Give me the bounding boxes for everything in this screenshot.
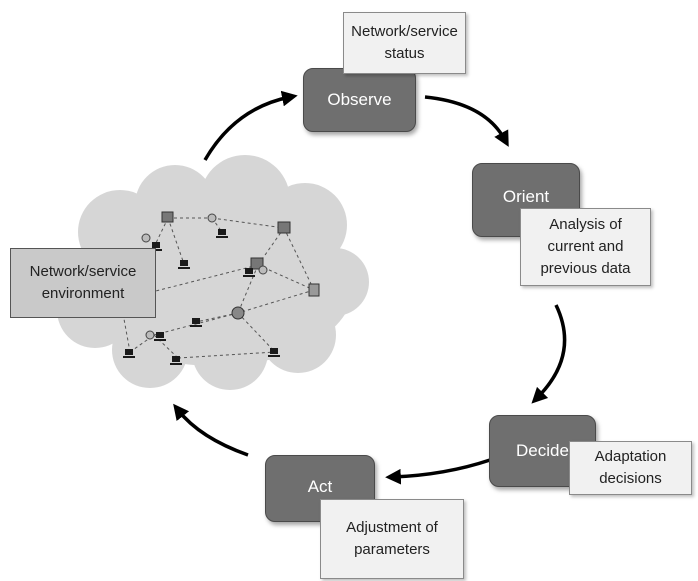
orient-note-line: current and	[547, 238, 624, 255]
router-icon	[161, 211, 174, 223]
observe-note-line: Network/service	[351, 23, 458, 40]
environment-line: environment	[41, 285, 125, 302]
orient-note: Analysis of current and previous data	[520, 208, 651, 286]
server-icon	[308, 283, 320, 297]
environment-line: Network/service	[29, 263, 137, 280]
observe-label: Observe	[327, 90, 392, 109]
cycle-arrows	[173, 90, 567, 485]
observe-note: Network/service status	[343, 12, 466, 74]
arrow-to-act	[385, 458, 491, 485]
orient-note-line: Analysis of	[549, 216, 622, 233]
router-icon	[258, 265, 268, 275]
router-icon	[141, 233, 151, 243]
act-note-line: Adjustment of	[346, 519, 438, 536]
decide-note: Adaptation decisions	[569, 441, 692, 495]
orient-label: Orient	[502, 187, 550, 206]
network-nodes	[123, 211, 320, 365]
orient-note-line: previous data	[540, 260, 631, 277]
arrow-to-observe	[203, 90, 298, 161]
router-icon	[250, 257, 264, 270]
router-icon	[277, 221, 291, 234]
router-icon	[231, 306, 245, 320]
act-note-line: parameters	[354, 541, 430, 558]
computer-icon	[123, 229, 280, 365]
decide-label: Decide	[516, 441, 569, 460]
router-icon	[145, 330, 155, 340]
arrow-to-decide	[531, 304, 567, 404]
observe-stage: Observe	[303, 68, 416, 132]
environment-label: Network/service environment	[10, 248, 156, 318]
act-label: Act	[307, 477, 333, 496]
act-note: Adjustment of parameters	[320, 499, 464, 579]
observe-note-line: status	[384, 45, 425, 62]
arrow-to-environment	[173, 403, 249, 457]
decide-note-line: decisions	[599, 470, 662, 487]
arrow-to-orient	[424, 95, 509, 147]
decide-note-line: Adaptation	[594, 448, 667, 465]
router-icon	[207, 213, 217, 223]
cloud-icon	[57, 155, 369, 390]
